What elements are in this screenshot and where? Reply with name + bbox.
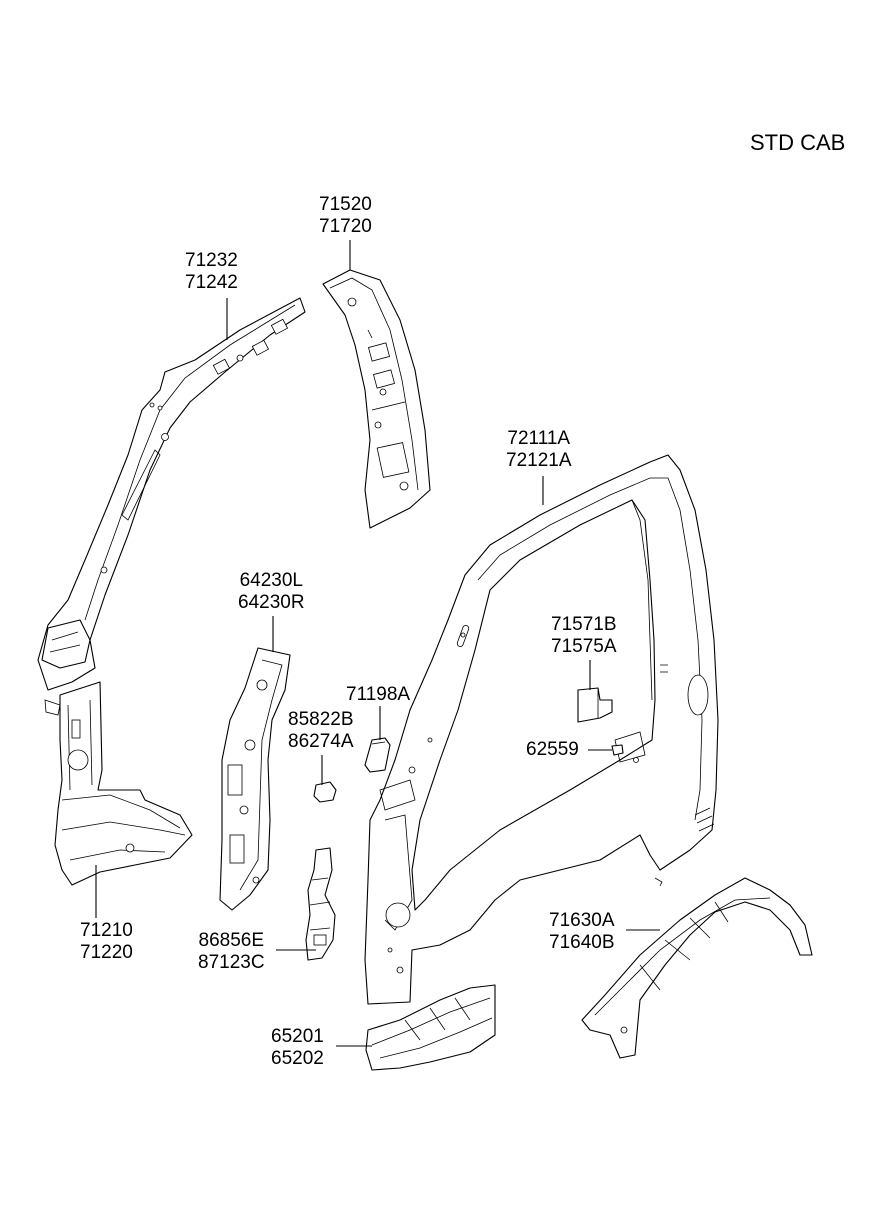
- part-clip-bracket: [313, 781, 337, 803]
- part-code: 71198A: [346, 684, 411, 705]
- part-code: 85822B: [288, 709, 354, 730]
- part-code: 71210: [80, 920, 133, 941]
- part-code: 64230L: [239, 570, 303, 591]
- part-code: 71630A: [549, 910, 615, 931]
- part-code: 86856E: [198, 930, 265, 951]
- callout-a-pillar-inner: 71520 71720: [319, 194, 372, 238]
- part-code: 71242: [185, 272, 238, 293]
- callout-harness-bracket: 86856E 87123C: [198, 930, 265, 974]
- callout-small-pad: 71198A: [346, 684, 410, 706]
- part-code: 72121A: [506, 450, 572, 471]
- part-wheel-housing: [581, 877, 813, 1059]
- part-a-pillar-inner: [322, 269, 431, 529]
- part-a-pillar-outer: [37, 297, 306, 691]
- part-code: 71220: [80, 942, 133, 963]
- callout-grommet: 62559: [526, 739, 579, 761]
- part-code: 71640B: [549, 932, 615, 953]
- part-code: 86274A: [288, 731, 354, 752]
- part-small-pad: [364, 737, 391, 773]
- part-side-outer-panel: [364, 454, 719, 1005]
- callout-front-pillar-lower: 71210 71220: [80, 920, 133, 964]
- part-side-sill: [365, 984, 496, 1071]
- part-code: 71575A: [551, 636, 617, 657]
- part-grommet: [611, 744, 624, 756]
- part-code: 71571B: [551, 614, 617, 635]
- variant-label: STD CAB: [750, 130, 846, 155]
- part-code: 64230R: [238, 592, 305, 613]
- callout-side-sill: 65201 65202: [271, 1026, 324, 1070]
- part-code: 71720: [319, 216, 372, 237]
- part-code: 62559: [526, 739, 579, 760]
- part-harness-bracket: [305, 847, 336, 961]
- part-code: 87123C: [198, 952, 265, 973]
- part-code: 65201: [271, 1026, 324, 1047]
- leader-lines: [95, 240, 660, 1047]
- part-code: 71232: [185, 250, 238, 271]
- part-code: 65202: [271, 1048, 324, 1069]
- part-code: 72111A: [507, 428, 571, 449]
- callout-a-pillar-outer: 71232 71242: [185, 250, 238, 294]
- callout-clip-bracket: 85822B 86274A: [288, 709, 354, 753]
- part-reinforcement-bracket: [577, 687, 613, 723]
- callout-reinforcement-bracket: 71571B 71575A: [551, 614, 617, 658]
- callout-wheel-housing: 71630A 71640B: [549, 910, 615, 954]
- part-code: 71520: [319, 194, 372, 215]
- part-cowl-side: [219, 647, 291, 911]
- callout-cowl-side: 64230L 64230R: [238, 570, 305, 614]
- callout-side-outer-panel: 72111A 72121A: [506, 428, 572, 472]
- part-front-pillar-lower: [44, 681, 193, 886]
